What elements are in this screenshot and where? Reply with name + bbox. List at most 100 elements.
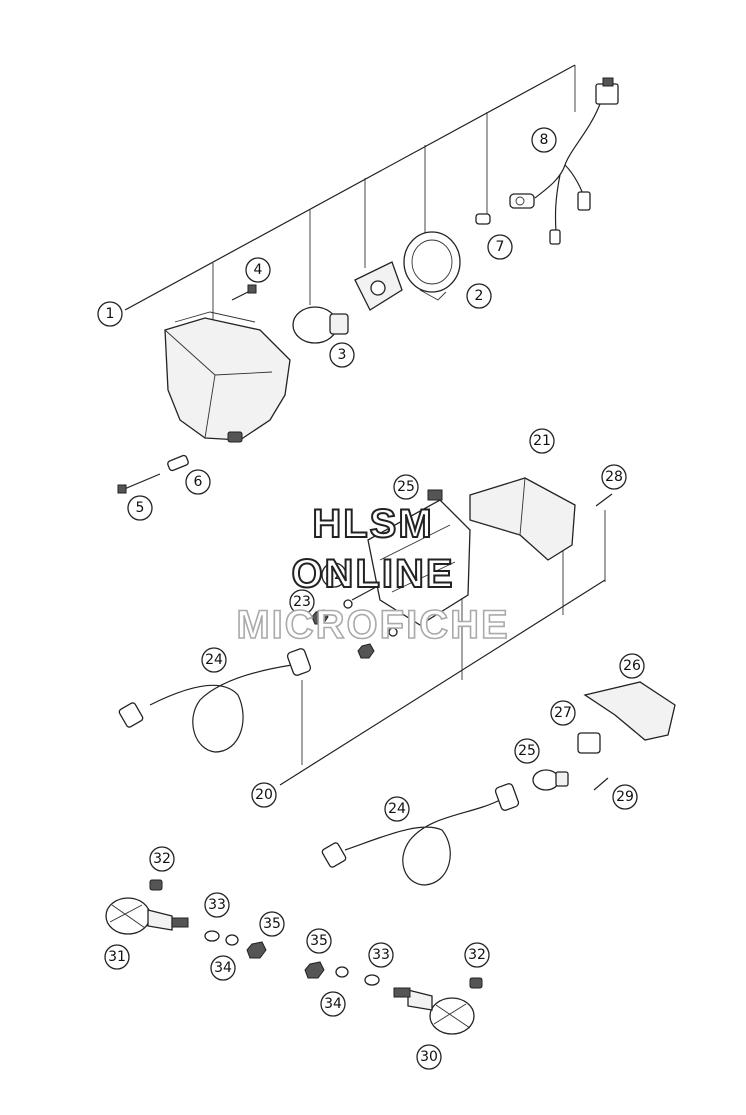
screw-32-right [469, 977, 483, 989]
callout-27: 27 [550, 700, 576, 726]
headlamp-housing [164, 311, 291, 443]
svg-text:5: 5 [136, 500, 145, 516]
svg-text:25: 25 [397, 479, 415, 495]
svg-text:33: 33 [372, 947, 390, 963]
svg-text:35: 35 [310, 933, 328, 949]
reference-line-1 [124, 64, 576, 311]
svg-text:34: 34 [324, 996, 342, 1012]
svg-text:27: 27 [554, 705, 572, 721]
svg-text:24: 24 [205, 652, 223, 668]
callout-24-upper: 24 [201, 647, 227, 673]
svg-text:21: 21 [533, 433, 551, 449]
svg-text:31: 31 [108, 949, 126, 965]
bulb-25 [532, 769, 569, 791]
wiring-harness [509, 77, 619, 245]
callout-4: 4 [245, 257, 271, 283]
callout-34-left: 34 [210, 955, 236, 981]
indicator-31 [105, 897, 189, 935]
rear-indicator-group [321, 681, 676, 886]
callout-21: 21 [529, 428, 555, 454]
lockwasher-34-left [225, 934, 239, 946]
callout-25-lower: 25 [514, 738, 540, 764]
svg-text:23: 23 [293, 594, 311, 610]
callout-1: 1 [97, 301, 123, 327]
small-bulb-7 [475, 213, 491, 225]
svg-text:20: 20 [255, 787, 273, 803]
indicator-cable-upper [118, 648, 312, 753]
screw-28 [595, 493, 613, 507]
rubber-boot [403, 231, 461, 301]
washer-33-left [204, 930, 220, 942]
lamp-socket-27 [577, 732, 601, 754]
watermark-line-3: MICROFICHE [236, 602, 510, 648]
svg-text:26: 26 [623, 658, 641, 674]
svg-text:8: 8 [540, 132, 549, 148]
callout-3: 3 [329, 342, 355, 368]
indicator-30 [393, 987, 475, 1035]
svg-text:6: 6 [194, 474, 203, 490]
svg-text:1: 1 [106, 306, 115, 322]
svg-text:30: 30 [420, 1049, 438, 1065]
svg-text:2: 2 [475, 288, 484, 304]
bolt-5 [117, 473, 161, 494]
callout-35-right: 35 [306, 928, 332, 954]
tail-cover [469, 477, 576, 561]
callout-34-right: 34 [320, 991, 346, 1017]
screw-22 [351, 585, 379, 601]
nut-35-left [246, 941, 267, 959]
callout-35-left: 35 [259, 911, 285, 937]
svg-text:22: 22 [325, 567, 343, 583]
svg-text:28: 28 [605, 469, 623, 485]
callout-7: 7 [487, 234, 513, 260]
callout-20: 20 [251, 782, 277, 808]
svg-text:33: 33 [208, 897, 226, 913]
watermark-line-2: ONLINE [290, 551, 455, 597]
indicator-cable-lower [321, 783, 520, 886]
headlamp-bulb [292, 306, 349, 344]
svg-text:29: 29 [616, 789, 634, 805]
callout-33-left: 33 [204, 892, 230, 918]
reference-line-20 [279, 579, 606, 786]
nut-23 [311, 599, 398, 659]
svg-text:32: 32 [468, 947, 486, 963]
callout-29: 29 [612, 784, 638, 810]
indicator-lens-26 [583, 681, 676, 741]
callout-6: 6 [185, 469, 211, 495]
svg-text:34: 34 [214, 960, 232, 976]
lockwasher-34-right [335, 966, 349, 978]
washer-33-right [364, 974, 380, 986]
svg-text:4: 4 [254, 262, 263, 278]
callout-5: 5 [127, 495, 153, 521]
callout-28: 28 [601, 464, 627, 490]
bulb-holder [354, 261, 403, 311]
screw-29 [593, 777, 609, 791]
callout-33-right: 33 [368, 942, 394, 968]
callout-30: 30 [416, 1044, 442, 1070]
callout-32-right: 32 [464, 942, 490, 968]
callout-31: 31 [104, 944, 130, 970]
taillight-group [118, 477, 613, 786]
callout-8: 8 [531, 127, 557, 153]
watermark-line-1: HLSM [311, 501, 434, 547]
callout-23: 23 [289, 589, 315, 615]
callout-25-upper: 25 [393, 474, 419, 500]
svg-text:7: 7 [496, 239, 505, 255]
svg-text:3: 3 [338, 347, 347, 363]
callout-2: 2 [466, 283, 492, 309]
svg-text:25: 25 [518, 743, 536, 759]
svg-text:32: 32 [153, 851, 171, 867]
svg-text:35: 35 [263, 916, 281, 932]
callout-26: 26 [619, 653, 645, 679]
screw-4 [231, 284, 257, 301]
svg-text:24: 24 [388, 801, 406, 817]
nut-35-right [304, 961, 325, 979]
headlamp-group [117, 64, 619, 494]
spacer-6 [167, 454, 189, 472]
callout-24-lower: 24 [384, 796, 410, 822]
license-bracket [367, 489, 471, 626]
callout-32-left: 32 [149, 846, 175, 872]
front-indicators-group [105, 879, 483, 1035]
callout-22: 22 [321, 562, 347, 588]
